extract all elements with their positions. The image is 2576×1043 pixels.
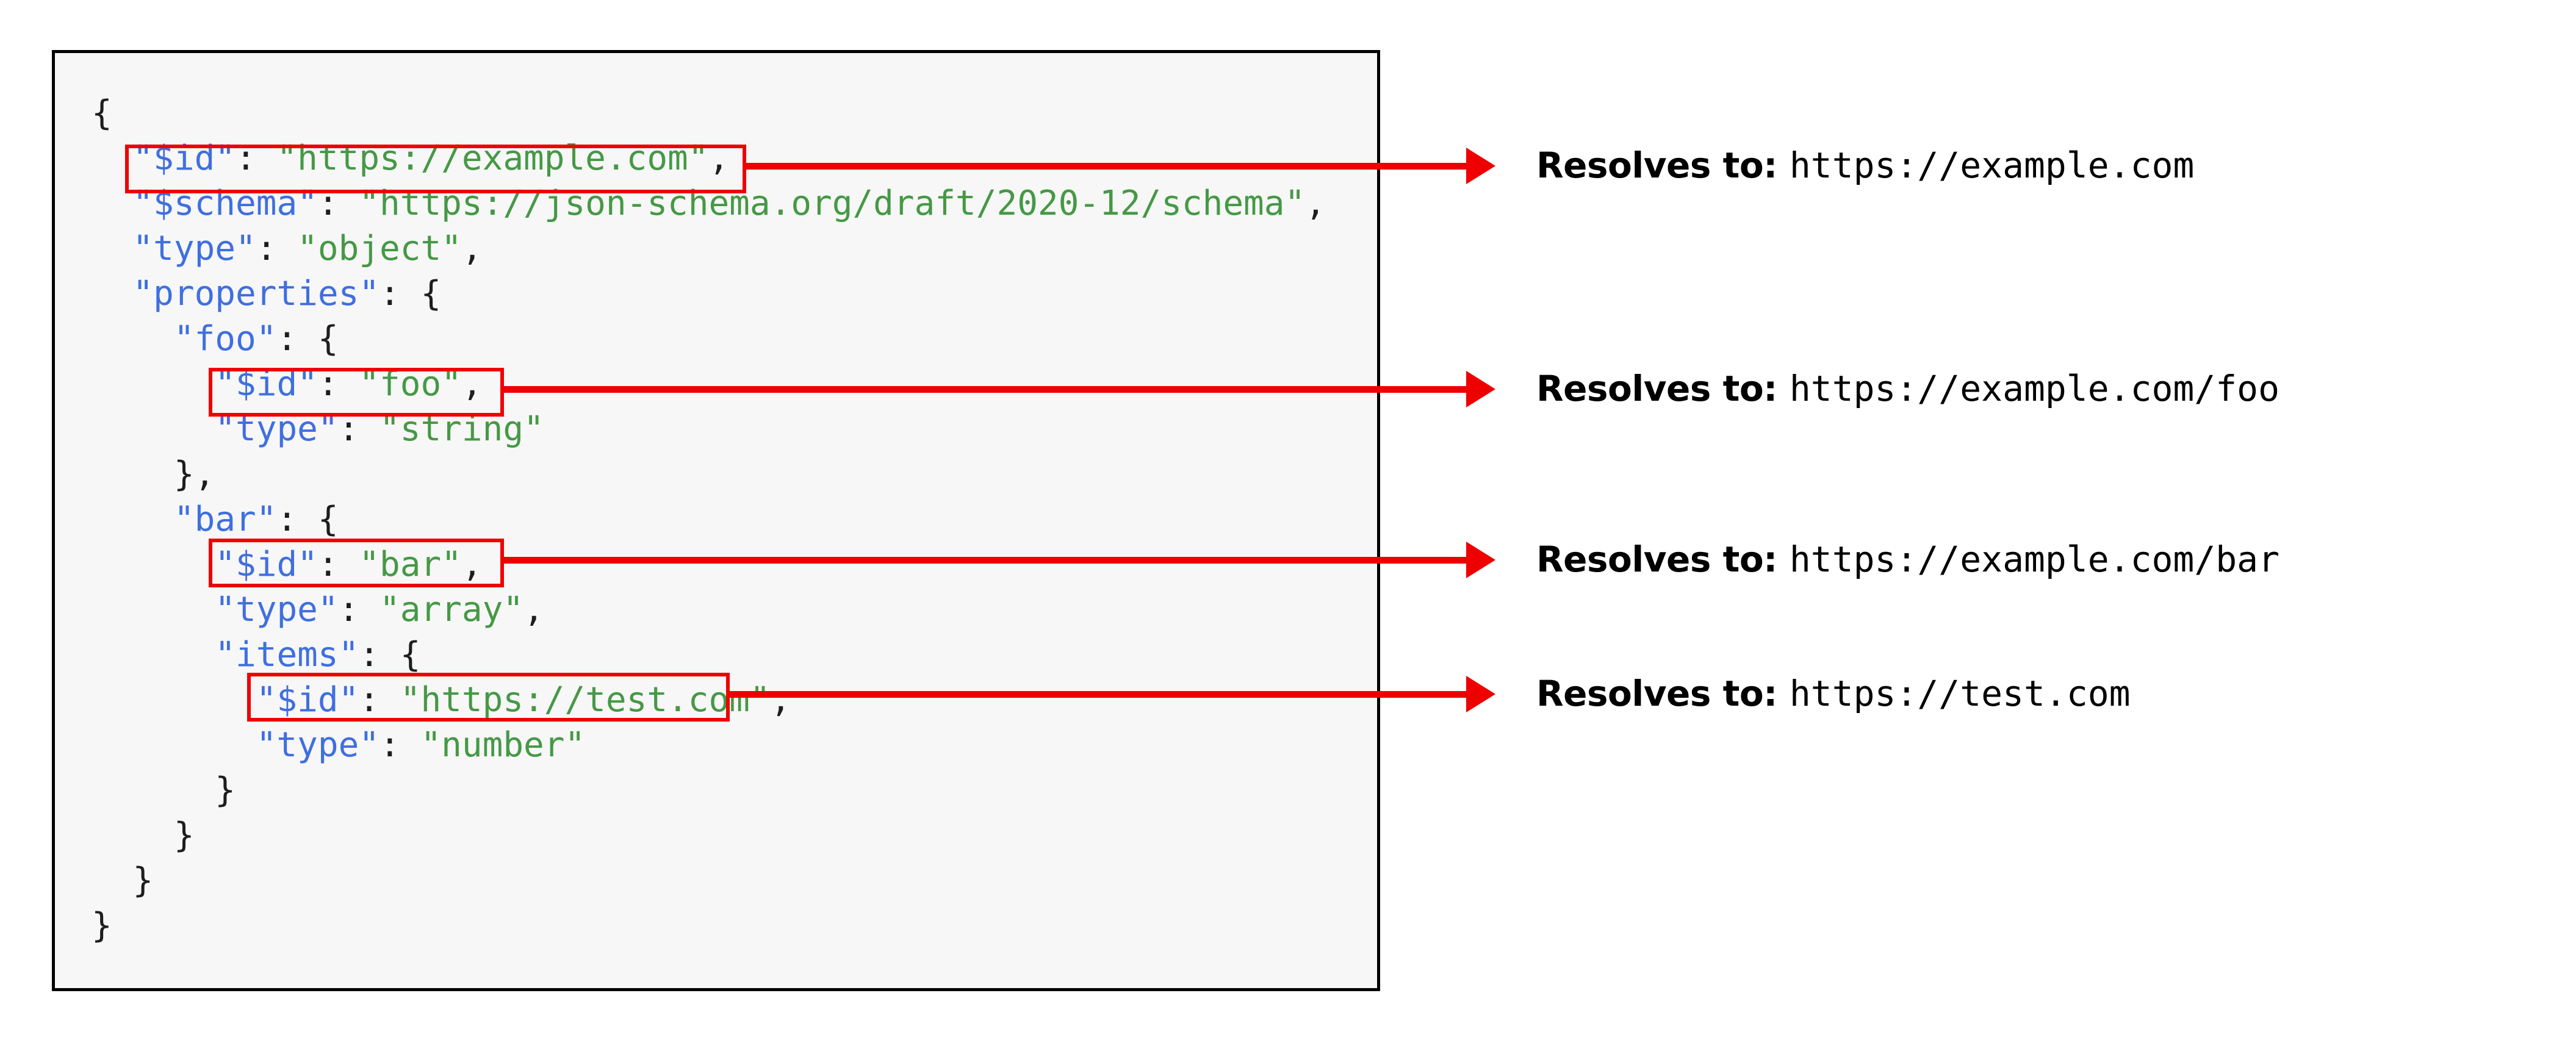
code-token-pun: ,	[461, 364, 483, 404]
code-token-str: "https://example.com"	[276, 138, 709, 178]
code-line: "items": {	[92, 635, 420, 675]
code-token-pun: },	[173, 454, 215, 494]
code-token-key: "$id"	[132, 138, 236, 178]
code-token-pun: : {	[359, 635, 421, 675]
code-line: "$id": "https://test.com",	[92, 680, 791, 720]
connector-arrow-root-line	[743, 163, 1466, 170]
code-line: "type": "string"	[92, 409, 544, 449]
json-schema-code: { "$id": "https://example.com", "$schema…	[92, 91, 1326, 948]
code-token-pun: : {	[276, 500, 339, 539]
connector-arrow-bar-line	[501, 557, 1466, 564]
code-token-key: "type"	[215, 590, 339, 629]
code-line: "foo": {	[92, 319, 339, 359]
code-line: "$schema": "https://json-schema.org/draf…	[92, 184, 1326, 223]
code-token-pun: ,	[770, 680, 791, 720]
code-token-pun: }	[215, 770, 236, 810]
code-token-pun: ,	[461, 229, 483, 268]
code-token-key: "items"	[215, 635, 359, 675]
code-token-str: "foo"	[359, 364, 462, 404]
code-token-pun: :	[236, 138, 277, 178]
code-token-pun: :	[338, 590, 380, 629]
code-token-str: "bar"	[359, 545, 462, 584]
code-token-key: "type"	[215, 409, 339, 449]
connector-arrow-root-head	[1466, 148, 1495, 184]
resolved-uri: https://example.com/bar	[1789, 539, 2280, 580]
code-token-key: "foo"	[173, 319, 277, 359]
resolved-uri: https://test.com	[1789, 673, 2131, 714]
code-token-pun: }	[173, 815, 195, 855]
code-line: }	[92, 906, 112, 945]
code-line: "$id": "foo",	[92, 364, 483, 404]
code-token-key: "type"	[256, 725, 380, 765]
code-token-key: "$id"	[256, 680, 359, 720]
code-token-key: "type"	[132, 229, 256, 268]
resolves-to-label: Resolves to:	[1536, 673, 1777, 714]
code-line: "type": "object",	[92, 229, 483, 268]
connector-arrow-items-line	[727, 691, 1466, 698]
resolves-root: Resolves to: https://example.com	[1536, 145, 2194, 186]
resolves-items: Resolves to: https://test.com	[1536, 673, 2131, 714]
code-line: "bar": {	[92, 500, 339, 539]
code-token-pun: }	[92, 906, 112, 945]
code-token-str: "object"	[297, 229, 462, 268]
code-token-pun: :	[317, 184, 359, 223]
code-token-key: "$id"	[215, 364, 318, 404]
code-line: },	[92, 454, 215, 494]
code-token-pun: }	[132, 861, 154, 900]
code-token-key: "properties"	[132, 274, 380, 314]
code-token-pun: :	[317, 364, 359, 404]
code-line: "$id": "bar",	[92, 545, 483, 584]
code-line: "type": "array",	[92, 590, 544, 629]
code-token-pun: : {	[276, 319, 339, 359]
resolves-foo: Resolves to: https://example.com/foo	[1536, 368, 2279, 409]
code-token-pun: : {	[380, 274, 442, 314]
code-token-pun: ,	[461, 545, 483, 584]
code-token-pun: :	[338, 409, 380, 449]
resolves-bar: Resolves to: https://example.com/bar	[1536, 539, 2279, 580]
code-token-str: "https://test.com"	[400, 680, 771, 720]
code-token-pun: :	[317, 545, 359, 584]
code-token-key: "bar"	[173, 500, 277, 539]
code-token-pun: ,	[708, 138, 730, 178]
code-token-str: "string"	[380, 409, 544, 449]
code-line: }	[92, 770, 236, 810]
code-line: {	[92, 93, 112, 133]
resolves-to-label: Resolves to:	[1536, 145, 1777, 186]
resolves-to-label: Resolves to:	[1536, 368, 1777, 409]
connector-arrow-foo-line	[501, 386, 1466, 393]
code-line: }	[92, 861, 153, 900]
code-token-pun: :	[359, 680, 400, 720]
code-token-str: "array"	[380, 590, 524, 629]
resolved-uri: https://example.com	[1789, 145, 2195, 186]
code-token-pun: ,	[523, 590, 544, 629]
code-line: }	[92, 815, 195, 855]
resolves-to-label: Resolves to:	[1536, 539, 1777, 580]
connector-arrow-foo-head	[1466, 371, 1495, 407]
code-token-key: "$schema"	[132, 184, 318, 223]
code-line: "type": "number"	[92, 725, 585, 765]
json-schema-code-panel: { "$id": "https://example.com", "$schema…	[52, 50, 1380, 991]
resolved-uri: https://example.com/foo	[1789, 368, 2280, 409]
connector-arrow-items-head	[1466, 676, 1495, 712]
code-token-pun: {	[92, 93, 112, 133]
code-token-key: "$id"	[215, 545, 318, 584]
code-token-pun: :	[380, 725, 421, 765]
code-token-pun: ,	[1305, 184, 1326, 223]
code-token-str: "number"	[420, 725, 586, 765]
connector-arrow-bar-head	[1466, 542, 1495, 578]
code-line: "$id": "https://example.com",	[92, 138, 729, 178]
code-token-str: "https://json-schema.org/draft/2020-12/s…	[359, 184, 1306, 223]
code-line: "properties": {	[92, 274, 441, 314]
code-token-pun: :	[256, 229, 298, 268]
